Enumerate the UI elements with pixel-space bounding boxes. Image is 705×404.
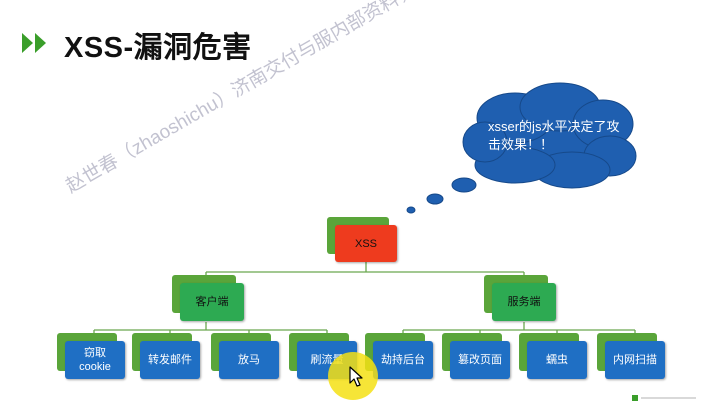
pointer-cursor-icon <box>349 366 363 387</box>
node-leaf: 窃取cookie <box>57 333 125 379</box>
node-root: XSS <box>327 217 397 262</box>
node-leaf: 蠕虫 <box>519 333 587 379</box>
logo-icon <box>632 395 696 401</box>
node-leaf: 转发邮件 <box>132 333 200 379</box>
node-leaf-label: 内网扫描 <box>605 341 665 379</box>
node-branch-label: 客户端 <box>180 283 244 321</box>
node-leaf: 劫持后台 <box>365 333 433 379</box>
node-leaf: 内网扫描 <box>597 333 665 379</box>
node-leaf-label: 窃取cookie <box>65 341 125 379</box>
node-leaf: 篡改页面 <box>442 333 510 379</box>
node-root-label: XSS <box>335 225 397 262</box>
node-leaf-label: 篡改页面 <box>450 341 510 379</box>
node-branch-client: 客户端 <box>172 275 244 321</box>
node-leaf-label: 转发邮件 <box>140 341 200 379</box>
node-leaf: 放马 <box>211 333 279 379</box>
cloud-text: xsser的js水平决定了攻击效果！！ <box>488 119 620 152</box>
node-leaf-label: 劫持后台 <box>373 341 433 379</box>
double-arrow-right-icon <box>22 33 46 53</box>
node-branch-server: 服务端 <box>484 275 556 321</box>
node-leaf-label: 放马 <box>219 341 279 379</box>
slide-title: XSS-漏洞危害 <box>64 32 252 64</box>
node-branch-label: 服务端 <box>492 283 556 321</box>
node-leaf-label: 蠕虫 <box>527 341 587 379</box>
